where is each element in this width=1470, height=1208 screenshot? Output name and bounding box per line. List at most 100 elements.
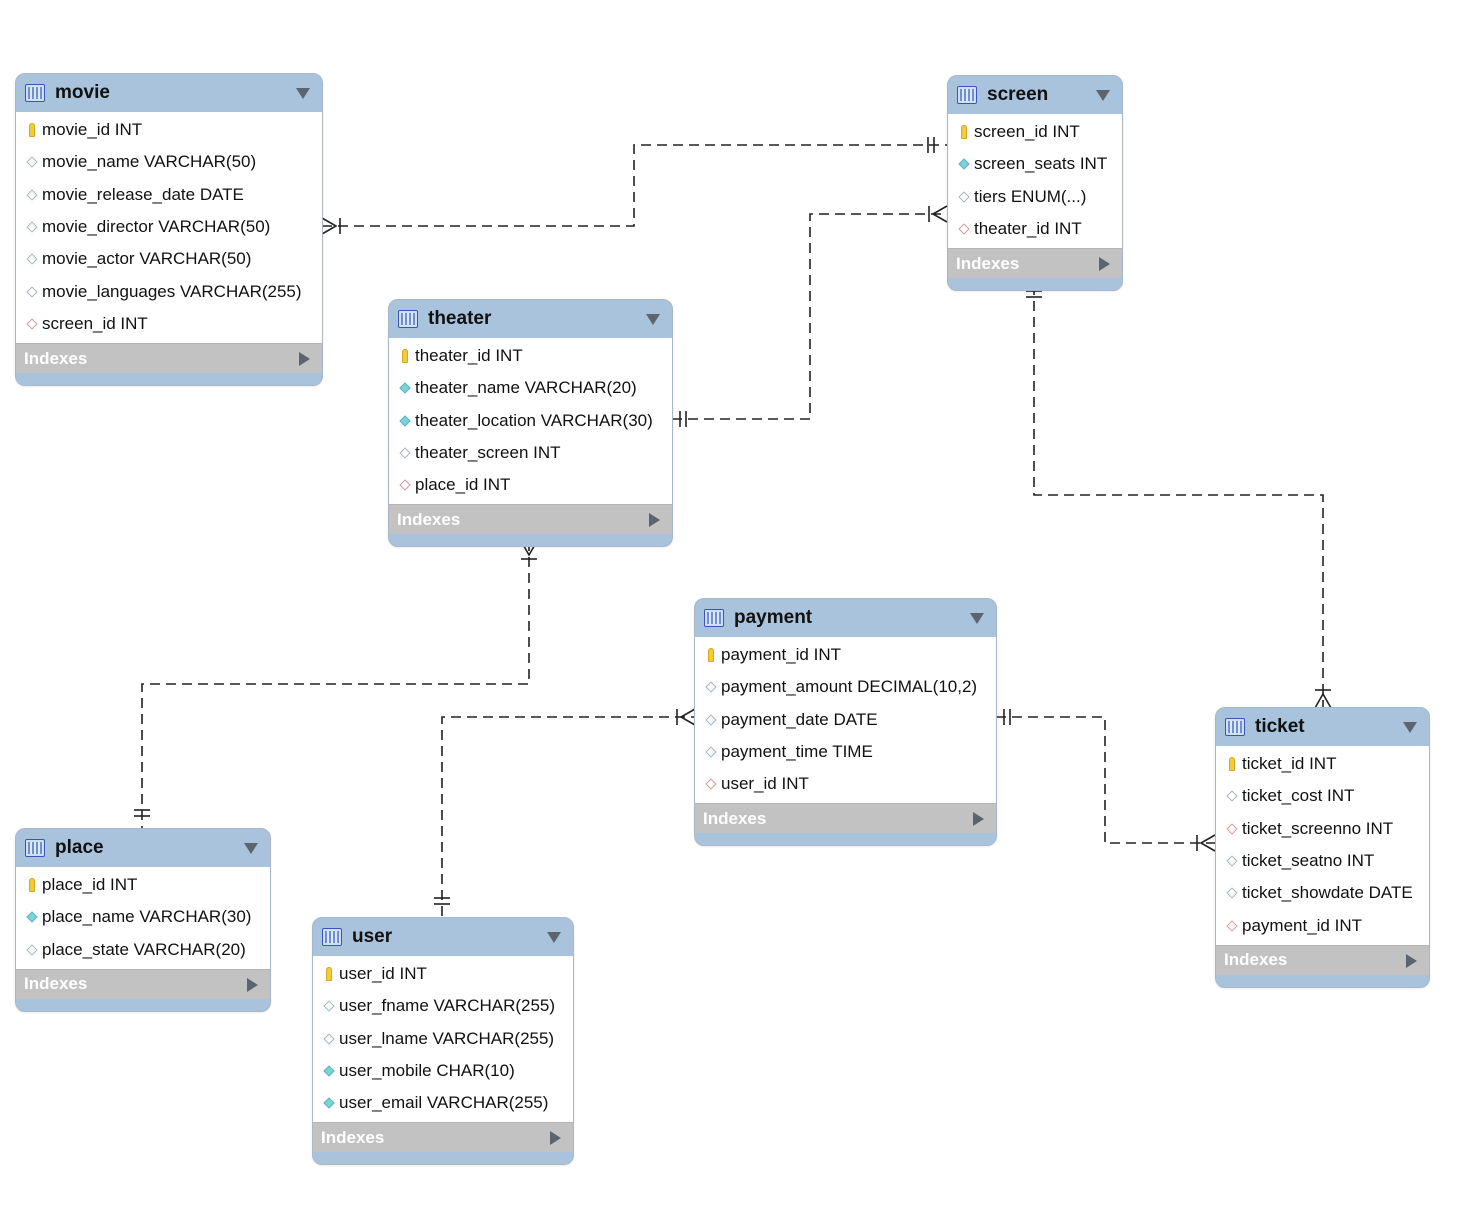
place-indexes-bar[interactable]: Indexes (16, 968, 270, 999)
column-row[interactable]: payment_time TIME (695, 736, 996, 768)
column-row[interactable]: user_id INT (695, 768, 996, 800)
column-row[interactable]: theater_name VARCHAR(20) (389, 372, 672, 404)
column-row[interactable]: user_id INT (313, 958, 573, 990)
column-diamond-icon (26, 189, 38, 201)
column-row[interactable]: movie_release_date DATE (16, 179, 322, 211)
column-label: theater_name VARCHAR(20) (415, 378, 637, 398)
column-row[interactable]: screen_seats INT (948, 148, 1122, 180)
column-row[interactable]: movie_id INT (16, 114, 322, 146)
crows-foot-many-marker-screen (928, 205, 948, 223)
column-diamond-icon (323, 1033, 335, 1045)
column-row[interactable]: user_mobile CHAR(10) (313, 1055, 573, 1087)
column-row[interactable]: movie_actor VARCHAR(50) (16, 243, 322, 275)
expand-arrow-icon[interactable] (1406, 953, 1417, 968)
theater-header[interactable]: theater (389, 300, 672, 338)
theater-indexes-bar[interactable]: Indexes (389, 504, 672, 535)
expand-arrow-icon[interactable] (299, 352, 310, 367)
column-row[interactable]: tiers ENUM(...) (948, 181, 1122, 213)
dropdown-triangle-icon[interactable] (547, 932, 561, 943)
column-row[interactable]: payment_date DATE (695, 704, 996, 736)
crows-foot-many-marker-movie (321, 217, 341, 235)
column-row[interactable]: payment_id INT (1216, 909, 1429, 941)
expand-arrow-icon[interactable] (550, 1131, 561, 1146)
column-diamond-icon-wrapper (319, 1033, 339, 1045)
column-diamond-icon-wrapper (701, 714, 721, 726)
column-row[interactable]: place_id INT (16, 869, 270, 901)
expand-arrow-icon[interactable] (973, 812, 984, 827)
column-label: user_id INT (339, 964, 427, 984)
table-icon (704, 609, 724, 627)
column-label: place_name VARCHAR(30) (42, 907, 252, 927)
relationship-line-theater-place (141, 541, 530, 828)
column-row[interactable]: movie_languages VARCHAR(255) (16, 275, 322, 307)
column-label: user_mobile CHAR(10) (339, 1061, 515, 1081)
column-row[interactable]: ticket_cost INT (1216, 780, 1429, 812)
column-label: movie_name VARCHAR(50) (42, 152, 257, 172)
column-row[interactable]: user_email VARCHAR(255) (313, 1087, 573, 1119)
ticket-indexes-bar[interactable]: Indexes (1216, 944, 1429, 975)
expand-arrow-icon[interactable] (649, 513, 660, 528)
column-row[interactable]: ticket_id INT (1216, 748, 1429, 780)
column-diamond-icon-wrapper (701, 746, 721, 758)
screen-header[interactable]: screen (948, 76, 1122, 114)
dropdown-triangle-icon[interactable] (296, 88, 310, 99)
payment-header[interactable]: payment (695, 599, 996, 637)
ticket-header[interactable]: ticket (1216, 708, 1429, 746)
column-row[interactable]: theater_id INT (948, 213, 1122, 245)
column-label: user_id INT (721, 774, 809, 794)
column-diamond-icon-wrapper (1222, 855, 1242, 867)
payment-indexes-bar[interactable]: Indexes (695, 803, 996, 834)
column-row[interactable]: user_fname VARCHAR(255) (313, 990, 573, 1022)
column-diamond-icon (705, 746, 717, 758)
column-row[interactable]: ticket_seatno INT (1216, 845, 1429, 877)
column-row[interactable]: ticket_showdate DATE (1216, 877, 1429, 909)
column-row[interactable]: theater_screen INT (389, 437, 672, 469)
column-row[interactable]: movie_name VARCHAR(50) (16, 146, 322, 178)
column-diamond-icon (323, 1000, 335, 1013)
column-row[interactable]: payment_id INT (695, 639, 996, 671)
column-row[interactable]: screen_id INT (16, 308, 322, 340)
ticket-footer (1216, 974, 1429, 987)
dropdown-triangle-icon[interactable] (1096, 90, 1110, 101)
column-row[interactable]: place_id INT (389, 469, 672, 501)
dropdown-triangle-icon[interactable] (970, 613, 984, 624)
column-row[interactable]: theater_location VARCHAR(30) (389, 405, 672, 437)
column-label: user_fname VARCHAR(255) (339, 996, 556, 1016)
place-header[interactable]: place (16, 829, 270, 867)
column-diamond-icon-wrapper (22, 944, 42, 956)
column-row[interactable]: movie_director VARCHAR(50) (16, 211, 322, 243)
movie-header[interactable]: movie (16, 74, 322, 112)
place-columns-list: place_id INT place_name VARCHAR(30) place_… (16, 867, 270, 969)
column-diamond-icon-wrapper (1222, 790, 1242, 803)
column-row[interactable]: theater_id INT (389, 340, 672, 372)
dropdown-triangle-icon[interactable] (244, 843, 258, 854)
foreign-key-diamond-icon-wrapper (701, 778, 721, 790)
user-footer (313, 1152, 573, 1165)
expand-arrow-icon[interactable] (1099, 257, 1110, 272)
indexes-label: Indexes (321, 1127, 385, 1147)
column-label: place_id INT (42, 875, 138, 895)
dropdown-triangle-icon[interactable] (646, 314, 660, 325)
column-row[interactable]: payment_amount DECIMAL(10,2) (695, 671, 996, 703)
column-row[interactable]: place_name VARCHAR(30) (16, 901, 270, 933)
user-columns-list: user_id INT user_fname VARCHAR(255) user_l… (313, 956, 573, 1123)
movie-columns-list: movie_id INT movie_name VARCHAR(50) movie_… (16, 112, 322, 344)
user-indexes-bar[interactable]: Indexes (313, 1122, 573, 1153)
user-header[interactable]: user (313, 918, 573, 956)
movie-indexes-bar[interactable]: Indexes (16, 343, 322, 374)
screen-indexes-bar[interactable]: Indexes (948, 248, 1122, 279)
column-row[interactable]: ticket_screenno INT (1216, 813, 1429, 845)
column-row[interactable]: place_state VARCHAR(20) (16, 934, 270, 966)
dropdown-triangle-icon[interactable] (1403, 722, 1417, 733)
column-row[interactable]: user_lname VARCHAR(255) (313, 1023, 573, 1055)
column-row[interactable]: screen_id INT (948, 116, 1122, 148)
key-icon (326, 967, 332, 982)
expand-arrow-icon[interactable] (247, 977, 258, 992)
